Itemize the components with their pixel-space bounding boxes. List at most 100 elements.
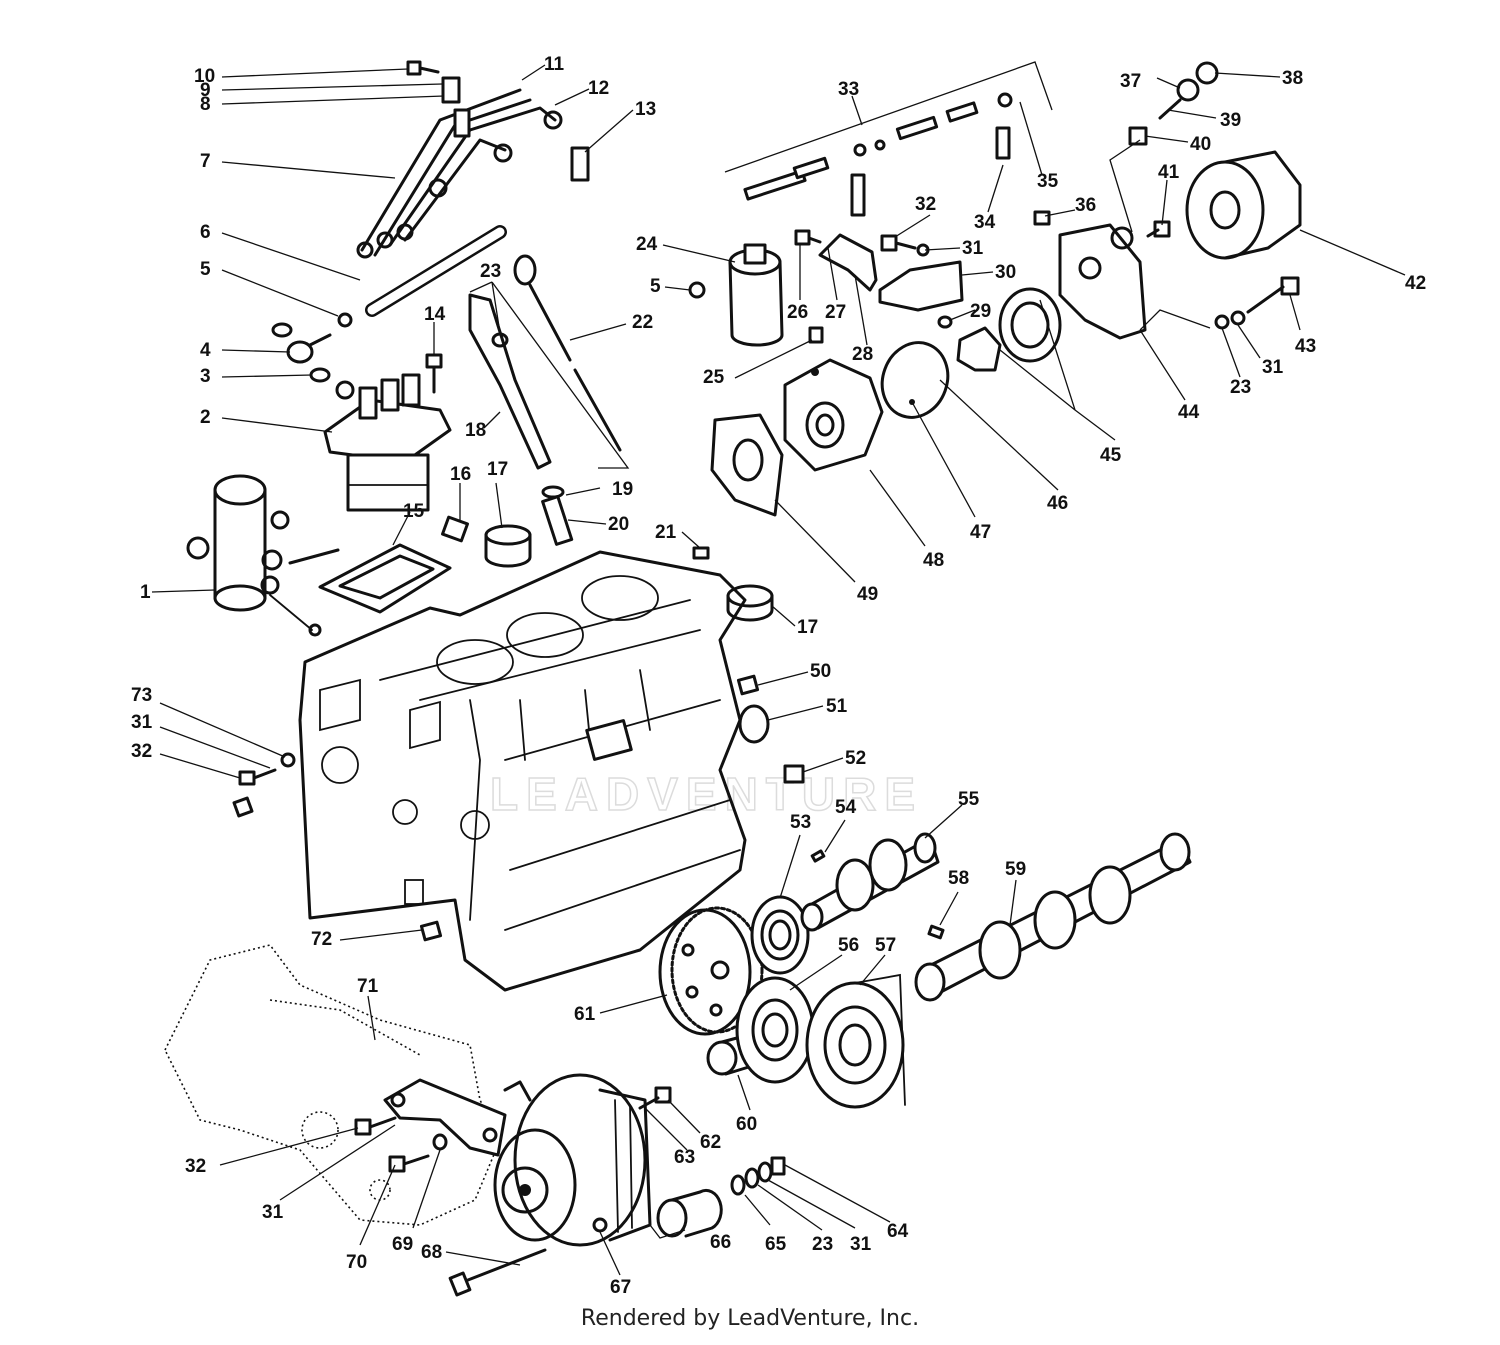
oil-filter [1185,150,1302,260]
callout-31-case: 31 [262,1202,284,1223]
callout-50: 50 [810,661,831,682]
plug-51 [738,704,770,744]
callout-54: 54 [835,797,857,818]
callout-13: 13 [635,99,656,120]
callout-16: 16 [450,464,471,485]
callout-10: 10 [194,66,215,87]
o-ring-46 [880,341,950,419]
callout-43: 43 [1295,336,1316,357]
callout-65: 65 [765,1234,787,1255]
bolt-69 [388,1133,448,1173]
callout-62: 62 [700,1132,721,1153]
watermark-text: LEADVENTURE [490,768,923,820]
callout-66: 66 [710,1232,731,1253]
callout-55: 55 [958,789,980,810]
injection-pump [323,373,452,512]
callout-48: 48 [923,550,944,571]
callout-23-filter: 23 [1230,377,1251,398]
bolt-68 [448,1248,547,1297]
callout-37: 37 [1120,71,1141,92]
callout-69: 69 [392,1234,413,1255]
hose-clip-right [688,281,706,299]
callout-19: 19 [612,479,633,500]
fuel-filter [728,243,784,347]
callout-38: 38 [1282,68,1303,89]
callout-5-left: 5 [200,259,211,280]
relief-valve [1128,61,1219,146]
callout-31-left: 31 [131,712,153,733]
callout-71: 71 [357,976,379,997]
bushing-17-upper [484,524,532,568]
camshaft-55 [800,832,940,932]
callout-46: 46 [1047,493,1068,514]
callout-8: 8 [200,94,211,115]
callout-56: 56 [838,935,859,956]
callout-40: 40 [1190,134,1211,155]
callout-32-case: 32 [185,1156,206,1177]
callout-21: 21 [655,522,677,543]
callout-18: 18 [465,420,486,441]
bolt-32-left [232,752,296,818]
bolt-32-lower [354,1116,397,1136]
callout-6: 6 [200,222,211,243]
callout-67: 67 [610,1277,631,1298]
callout-22: 22 [632,312,653,333]
filter-bracket [818,233,964,312]
callout-2: 2 [200,407,211,428]
callout-36: 36 [1075,195,1096,216]
pump-gasket [318,543,452,614]
idler-gear [658,906,764,1036]
bolt-43 [1214,276,1300,330]
callout-17-lower: 17 [797,617,818,638]
oil-filter-cover [1058,223,1147,340]
plug-21 [692,546,710,560]
washer-23-guide [491,332,509,348]
callout-72: 72 [311,929,332,950]
callout-57: 57 [875,935,896,956]
callout-31-alternator: 31 [850,1234,872,1255]
callout-30: 30 [995,262,1016,283]
callout-73: 73 [131,685,152,706]
callout-31-bracket: 31 [962,238,984,259]
callout-45: 45 [1100,445,1122,466]
dipstick [513,254,622,452]
callout-12: 12 [588,78,609,99]
callout-7: 7 [200,151,211,172]
callout-33: 33 [838,79,859,100]
callout-24: 24 [636,234,658,255]
callout-34: 34 [974,212,996,233]
oil-pump-body [783,358,884,472]
plug-52 [783,764,805,784]
callout-42: 42 [1405,273,1426,294]
oil-pump-gasket [710,413,784,517]
bearing-53 [750,895,810,975]
callout-28: 28 [852,344,873,365]
callout-4: 4 [200,340,211,361]
callout-labels: 1 2 3 4 5 6 7 8 9 10 11 12 13 14 15 16 1… [131,54,1426,1298]
key-54 [810,849,826,863]
callout-11: 11 [544,54,565,75]
callout-51: 51 [826,696,848,717]
sensor-41 [1146,220,1171,238]
bolt-26 [794,229,822,246]
plug-16 [441,515,469,543]
callout-15: 15 [403,501,425,522]
banjo-fitting [271,322,332,383]
callout-32-left: 32 [131,741,152,762]
plug-36 [1033,210,1051,226]
callout-17-upper: 17 [487,459,508,480]
fuel-filter-housing [186,474,340,637]
nut-29 [937,315,953,329]
fuel-line-kit [724,61,1053,217]
callout-70: 70 [346,1252,367,1273]
callout-35: 35 [1037,171,1059,192]
callout-31-filter: 31 [1262,357,1284,378]
callout-32-bracket: 32 [915,194,936,215]
callout-44: 44 [1178,402,1200,423]
callout-39: 39 [1220,110,1241,131]
callout-53: 53 [790,812,811,833]
cam-gear-57 [805,973,906,1109]
callout-52: 52 [845,748,866,769]
callout-25: 25 [703,367,725,388]
